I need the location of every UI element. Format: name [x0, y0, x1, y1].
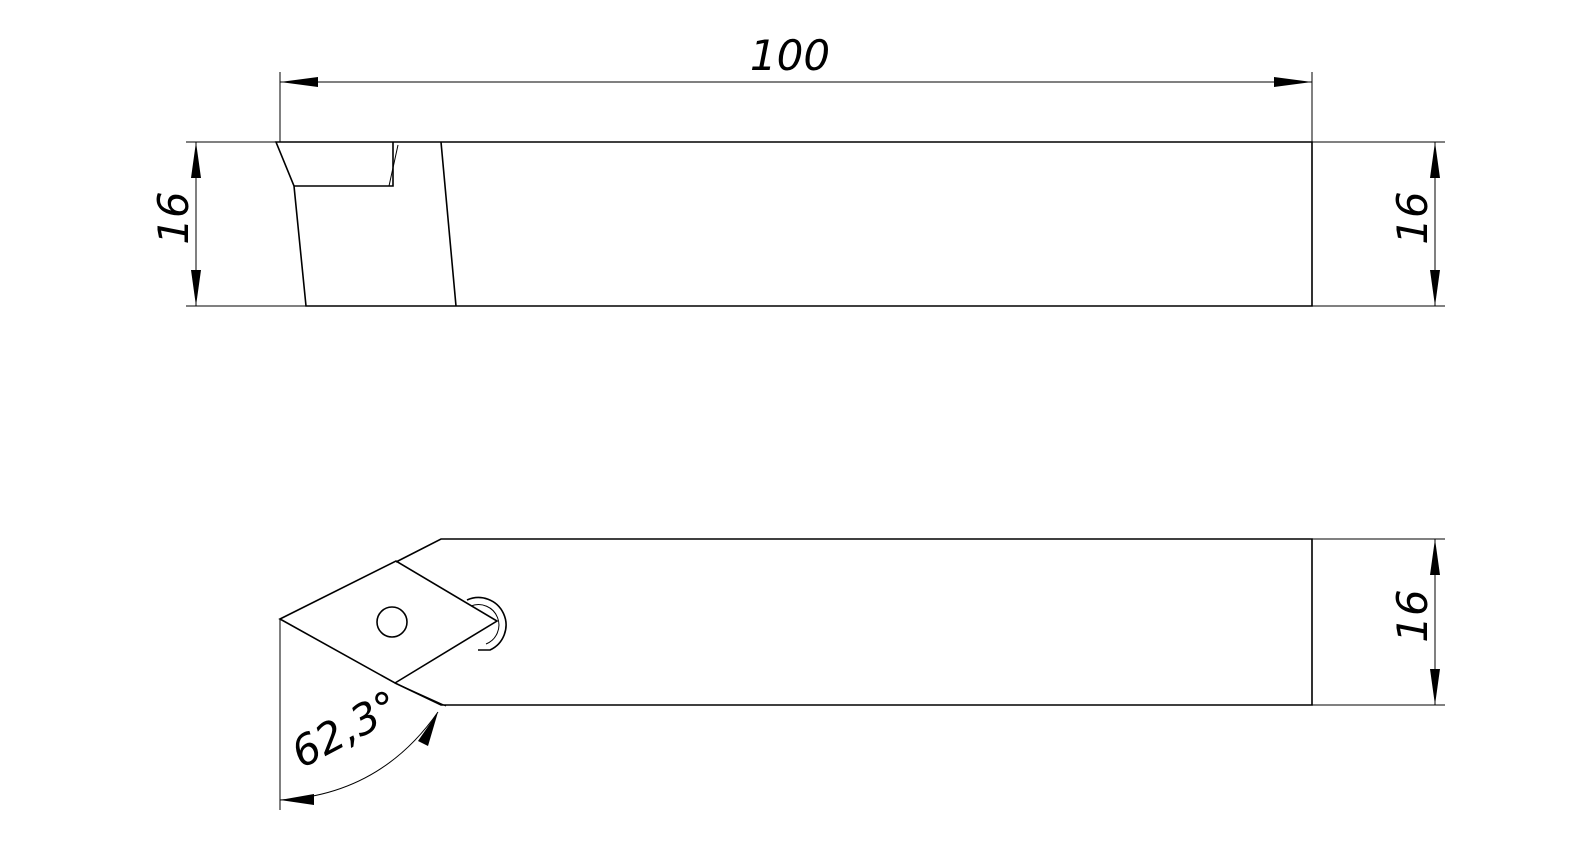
plan-view-edge-extension	[394, 682, 447, 707]
dimension-height-left-label: 16	[149, 191, 198, 244]
dimension-height-right-bottom-label: 16	[1388, 589, 1437, 642]
side-view-insert-edge	[388, 144, 399, 187]
dimension-height-left: 16	[149, 142, 201, 306]
plan-view-shank-outline	[394, 538, 1313, 706]
dimension-length: 100	[280, 31, 1312, 87]
side-view	[274, 141, 1313, 307]
side-view-insert-step	[294, 142, 394, 187]
dimension-height-right-bottom: 16	[1388, 539, 1440, 705]
plan-view-clamp	[466, 596, 507, 651]
plan-view	[278, 538, 1313, 707]
plan-view-insert	[278, 560, 499, 684]
dimension-angle: 62,3°	[279, 681, 439, 805]
plan-view-insert-hole	[376, 606, 408, 638]
side-view-body-outline	[274, 141, 1313, 307]
side-view-extension-lines	[186, 72, 1445, 307]
dimension-height-right-top-label: 16	[1388, 191, 1437, 244]
dimension-length-label: 100	[750, 31, 830, 80]
plan-view-extension-lines	[279, 538, 1445, 810]
side-view-head-joint	[440, 141, 457, 307]
dimension-height-right-top: 16	[1388, 142, 1440, 306]
